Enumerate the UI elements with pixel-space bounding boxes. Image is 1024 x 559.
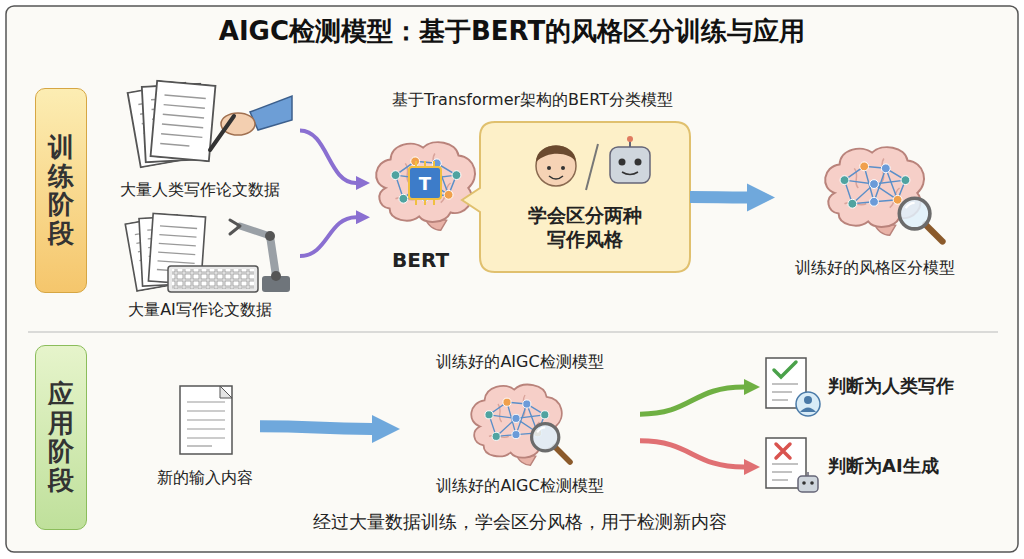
node-label: 大量AI写作论文数据 — [100, 300, 300, 320]
result-human: 判断为人类写作 — [760, 352, 970, 422]
node-label: 基于Transformer架构的BERT分类模型 — [370, 90, 695, 110]
speech-bubble: 学会区分两种写作风格 — [480, 122, 690, 272]
stage-label: 应用阶段 — [48, 380, 74, 494]
bert-model: 基于Transformer架构的BERT分类模型 BERT 学会区分两种写作风格 — [370, 88, 695, 278]
node-label: 训练好的AIGC检测模型 — [400, 352, 640, 372]
stage-band: 训练阶段 — [35, 88, 87, 293]
node-label: 新的输入内容 — [150, 468, 260, 488]
flow-arrow — [300, 131, 356, 184]
detection-model: 训练好的AIGC检测模型训练好的AIGC检测模型 — [400, 352, 640, 500]
node-label: 判断为AI生成 — [828, 455, 970, 478]
flow-arrow — [300, 217, 356, 256]
input-document: 新的输入内容 — [150, 380, 260, 490]
data-source: 大量人类写作论文数据 — [100, 72, 300, 202]
trained-model: 训练好的风格区分模型 — [775, 130, 975, 280]
data-source: 大量AI写作论文数据 — [100, 212, 300, 322]
flow-arrow — [260, 426, 372, 429]
diagram-caption: 经过大量数据训练，学会区分风格，用于检测新内容 — [0, 510, 1024, 534]
stage-band: 应用阶段 — [35, 345, 87, 530]
node-label: 学会区分两种写作风格 — [520, 204, 650, 252]
chip-letter: T — [409, 167, 441, 199]
flow-arrow — [640, 387, 744, 414]
node-label: 判断为人类写作 — [828, 375, 970, 398]
node-label: 训练好的AIGC检测模型 — [400, 476, 640, 496]
flow-arrow — [690, 191, 747, 204]
stage-label: 训练阶段 — [48, 133, 74, 247]
flow-arrow — [640, 441, 744, 467]
node-label: 大量人类写作论文数据 — [100, 180, 300, 200]
node-label: 训练好的风格区分模型 — [775, 258, 975, 278]
node-label: BERT — [392, 248, 462, 273]
result-ai: 判断为AI生成 — [760, 432, 970, 502]
diagram-title: AIGC检测模型：基于BERT的风格区分训练与应用 — [0, 14, 1024, 49]
